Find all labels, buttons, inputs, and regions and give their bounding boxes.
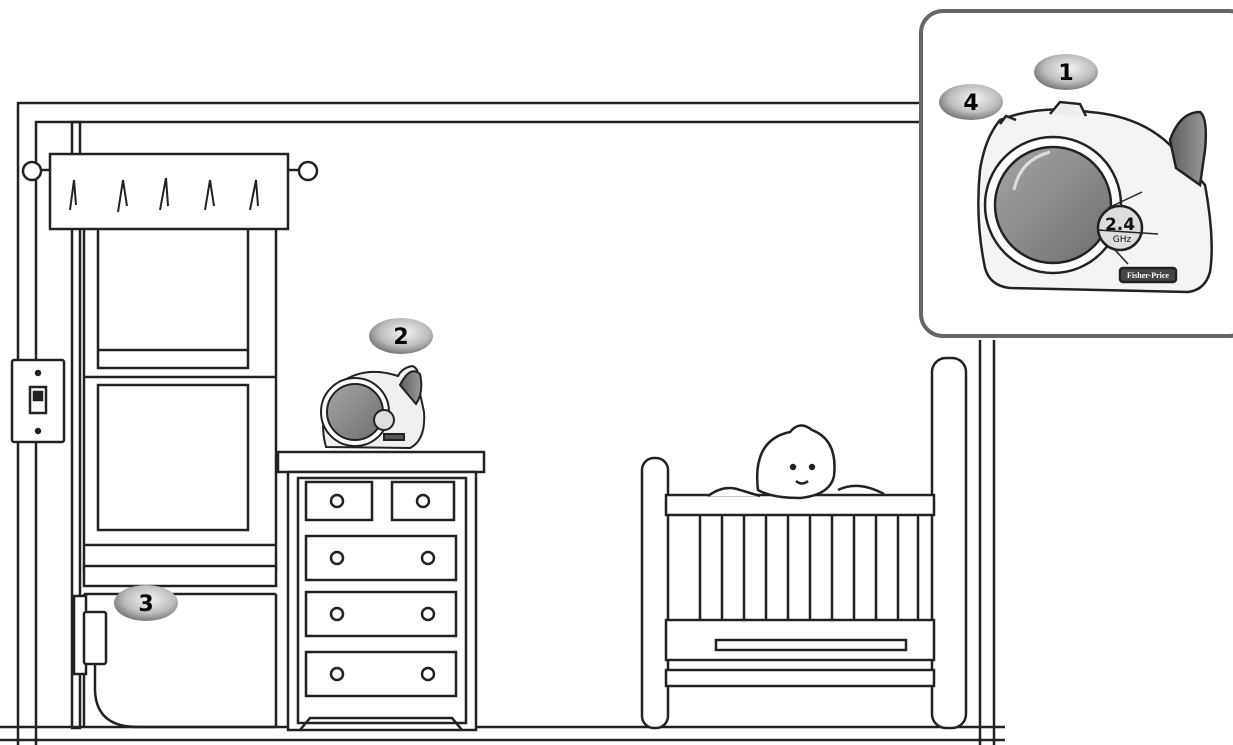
wall-outlet — [74, 596, 276, 727]
callout-4: 4 — [939, 84, 1003, 120]
callout-4-label: 4 — [963, 91, 978, 116]
baby — [708, 425, 884, 498]
baby-monitor-on-dresser — [321, 366, 424, 448]
callout-2-label: 2 — [393, 325, 408, 350]
ghz-badge-number: 2.4 — [1105, 215, 1135, 235]
light-switch — [12, 360, 64, 442]
dresser — [278, 452, 484, 730]
callout-3: 3 — [114, 585, 178, 621]
callout-1: 1 — [1034, 54, 1098, 90]
callout-3-label: 3 — [138, 592, 153, 617]
callout-2: 2 — [369, 318, 433, 354]
ghz-badge-unit: GHz — [1113, 235, 1132, 245]
callout-1-label: 1 — [1058, 61, 1073, 86]
crib — [642, 358, 966, 728]
curtain-valance — [23, 154, 317, 229]
brand-logo: Fisher-Price — [1127, 271, 1169, 280]
baby-monitor-detail — [978, 102, 1211, 292]
